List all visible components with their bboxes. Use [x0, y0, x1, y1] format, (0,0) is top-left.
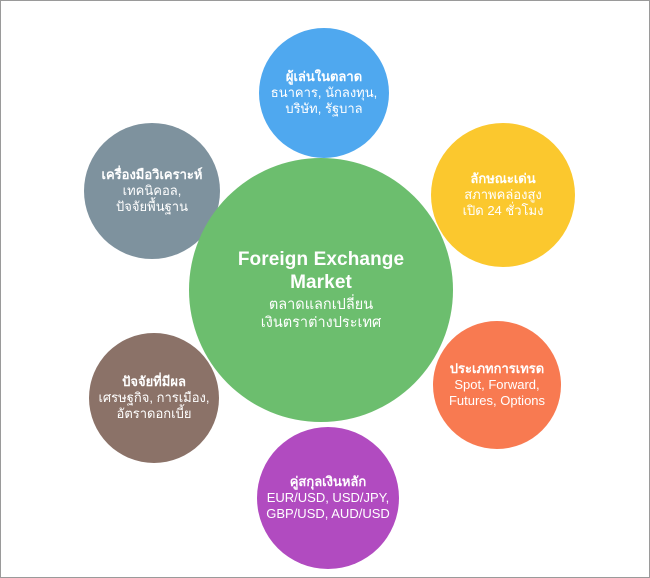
bubble-market-players-head: ผู้เล่นในตลาด: [285, 69, 363, 85]
center-title-line-1: Foreign Exchange: [237, 248, 405, 270]
bubble-analysis-tools-head: เครื่องมือวิเคราะห์: [101, 167, 203, 183]
bubble-trade-types-line-1: Spot, Forward,: [454, 377, 540, 393]
center-subtitle-line-2: เงินตราต่างประเทศ: [260, 314, 382, 331]
bubble-influencing-factors-line-1: เศรษฐกิจ, การเมือง,: [98, 390, 210, 406]
bubble-key-characteristics-head: ลักษณะเด่น: [470, 171, 536, 187]
bubble-center-foreign-exchange-market[interactable]: Foreign Exchange Market ตลาดแลกเปลี่ยน เ…: [189, 158, 453, 422]
bubble-major-currency-pairs-line-1: EUR/USD, USD/JPY,: [266, 490, 390, 506]
bubble-market-players-line-1: ธนาคาร, นักลงทุน,: [270, 85, 378, 101]
bubble-market-players-line-2: บริษัท, รัฐบาล: [285, 100, 363, 116]
bubble-major-currency-pairs-head: คู่สกุลเงินหลัก: [289, 474, 367, 490]
bubble-analysis-tools-line-1: เทคนิคอล,: [122, 183, 182, 199]
bubble-key-characteristics[interactable]: ลักษณะเด่น สภาพคล่องสูง เปิด 24 ชั่วโมง: [431, 123, 575, 267]
bubble-market-players[interactable]: ผู้เล่นในตลาด ธนาคาร, นักลงทุน, บริษัท, …: [259, 28, 389, 158]
bubble-key-characteristics-line-1: สภาพคล่องสูง: [464, 187, 542, 203]
bubble-key-characteristics-line-2: เปิด 24 ชั่วโมง: [462, 202, 544, 218]
bubble-trade-types[interactable]: ประเภทการเทรด Spot, Forward, Futures, Op…: [433, 321, 561, 449]
bubble-major-currency-pairs[interactable]: คู่สกุลเงินหลัก EUR/USD, USD/JPY, GBP/US…: [257, 427, 399, 569]
bubble-analysis-tools-line-2: ปัจจัยพื้นฐาน: [116, 198, 188, 214]
center-title-line-2: Market: [290, 271, 352, 293]
bubble-major-currency-pairs-line-2: GBP/USD, AUD/USD: [266, 505, 390, 521]
bubble-analysis-tools[interactable]: เครื่องมือวิเคราะห์ เทคนิคอล, ปัจจัยพื้น…: [84, 123, 220, 259]
bubble-influencing-factors-line-2: อัตราดอกเบี้ย: [116, 405, 192, 421]
center-title-block: Foreign Exchange Market: [238, 248, 404, 294]
bubble-trade-types-head: ประเภทการเทรด: [449, 361, 545, 377]
bubble-trade-types-line-2: Futures, Options: [448, 392, 546, 408]
bubble-influencing-factors[interactable]: ปัจจัยที่มีผล เศรษฐกิจ, การเมือง, อัตราด…: [89, 333, 219, 463]
center-subtitle-line-1: ตลาดแลกเปลี่ยน: [268, 296, 374, 313]
bubble-influencing-factors-head: ปัจจัยที่มีผล: [122, 374, 186, 390]
